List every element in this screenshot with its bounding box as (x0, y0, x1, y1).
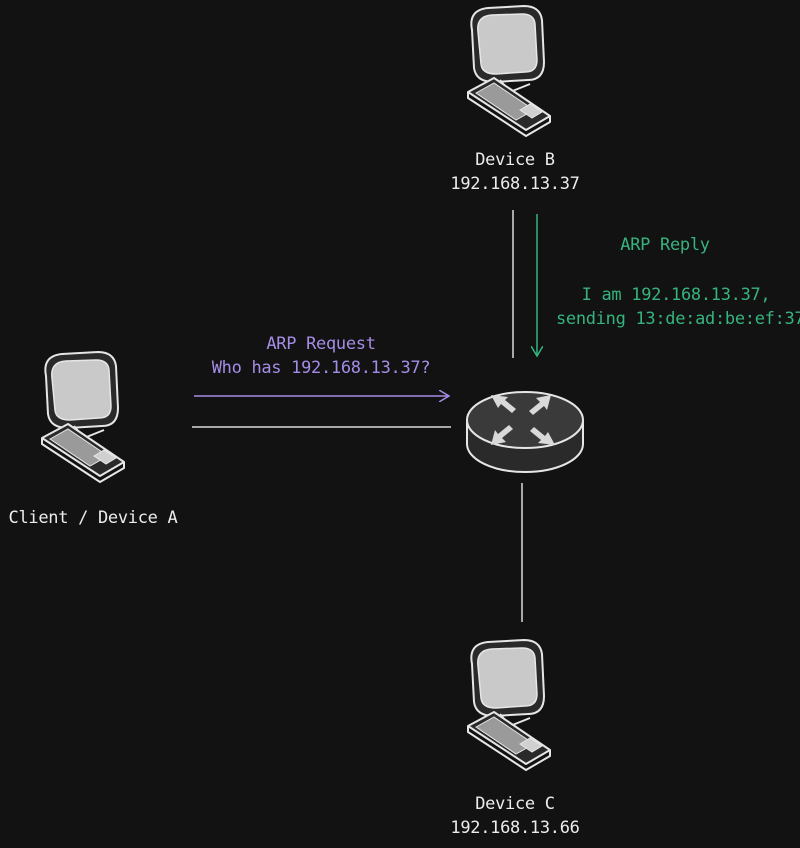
arp-reply-line2: sending 13:de:ad:be:ef:37 (556, 309, 800, 329)
device-b-name: Device B (475, 150, 555, 170)
desktop-computer-icon (41, 351, 125, 483)
arp-request-label: ARP Request Who has 192.168.13.37? (196, 332, 446, 380)
desktop-computer-icon (467, 639, 551, 771)
router-icon (466, 391, 584, 473)
arp-reply-text-label: I am 192.168.13.37, sending 13:de:ad:be:… (556, 283, 800, 331)
desktop-computer-icon (467, 5, 551, 137)
device-c-ip: 192.168.13.66 (450, 818, 580, 838)
device-c-label: Device C 192.168.13.66 (440, 792, 590, 840)
arp-request-text: Who has 192.168.13.37? (211, 358, 431, 378)
arp-reply-title: ARP Reply (620, 235, 710, 255)
device-c-name: Device C (475, 794, 555, 814)
device-a-name: Client / Device A (8, 508, 178, 528)
device-a-label: Client / Device A (0, 506, 186, 530)
arp-reply-line1: I am 192.168.13.37, (581, 285, 771, 305)
device-b-ip: 192.168.13.37 (450, 174, 580, 194)
device-b-label: Device B 192.168.13.37 (440, 148, 590, 196)
arp-request-title: ARP Request (266, 334, 376, 354)
arp-reply-title-label: ARP Reply (590, 233, 740, 257)
